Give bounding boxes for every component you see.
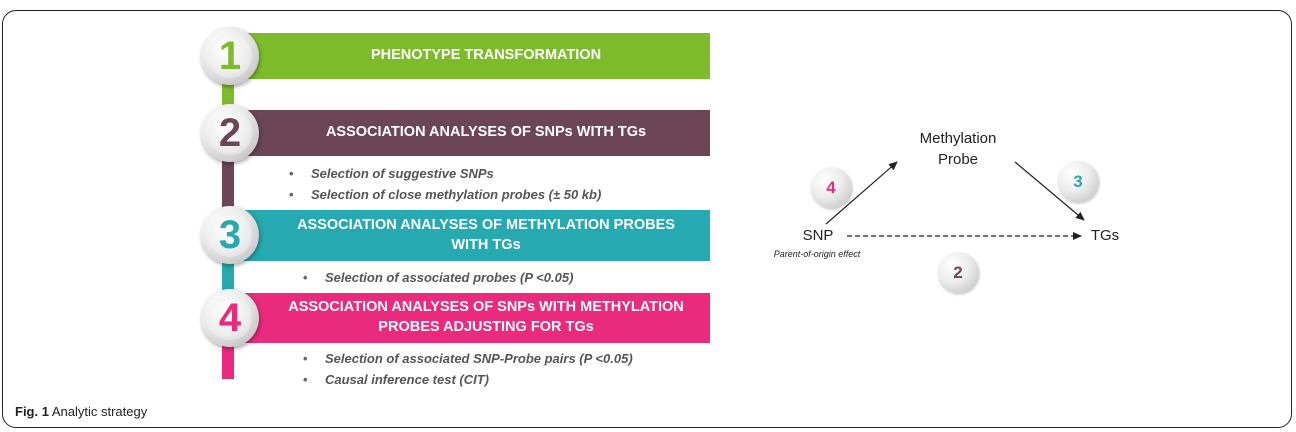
figure-caption: Fig. 1 Analytic strategy <box>15 404 147 419</box>
marker-probe-to-tgs: 3 <box>1058 162 1098 202</box>
connector-4 <box>222 343 234 379</box>
step-4-title-line-1: ASSOCIATION ANALYSES OF SNPs WITH METHYL… <box>288 299 684 316</box>
step-2-bullet-2: Selection of close methylation probes (±… <box>285 184 601 205</box>
caption-text: Analytic strategy <box>48 404 148 419</box>
step-4-title: ASSOCIATION ANALYSES OF SNPs WITH METHYL… <box>288 298 684 337</box>
marker-snp-to-tgs: 2 <box>938 253 978 293</box>
step-3-bullet-1: Selection of associated probes (P <0.05) <box>299 267 573 288</box>
node-snp-note: Parent-of-origin effect <box>773 249 861 259</box>
step-1-number: 1 <box>208 34 252 78</box>
step-2-bullet-1: Selection of suggestive SNPs <box>285 163 601 184</box>
step-4-number: 4 <box>208 296 252 340</box>
step-3-title-line-1: ASSOCIATION ANALYSES OF METHYLATION PROB… <box>297 216 675 233</box>
node-methylation-line-2: Probe <box>937 151 979 168</box>
step-4-bullet-1: Selection of associated SNP-Probe pairs … <box>299 348 633 369</box>
caption-label: Fig. 1 <box>15 404 49 419</box>
node-methylation-line-1: Methylation <box>919 130 997 147</box>
node-snp: SNP <box>802 227 834 244</box>
step-2-title: ASSOCIATION ANALYSES OF SNPs WITH TGs <box>325 124 647 141</box>
step-4-badge: 4 <box>201 289 259 347</box>
step-1-banner: PHENOTYPE TRANSFORMATION <box>222 33 710 79</box>
step-1-title: PHENOTYPE TRANSFORMATION <box>370 47 602 64</box>
step-2-banner: ASSOCIATION ANALYSES OF SNPs WITH TGs <box>222 110 710 156</box>
connector-2 <box>222 156 234 218</box>
step-4-title-line-2: PROBES ADJUSTING FOR TGs <box>378 319 594 335</box>
step-1-badge: 1 <box>201 27 259 85</box>
step-3-banner: ASSOCIATION ANALYSES OF METHYLATION PROB… <box>222 210 710 261</box>
step-3-title: ASSOCIATION ANALYSES OF METHYLATION PROB… <box>297 216 675 255</box>
figure-frame: PHENOTYPE TRANSFORMATION 1 ASSOCIATION A… <box>2 10 1292 428</box>
step-2-bullets: Selection of suggestive SNPs Selection o… <box>285 163 601 205</box>
step-4-bullet-2: Causal inference test (CIT) <box>299 369 633 390</box>
step-3-badge: 3 <box>201 206 259 264</box>
node-tgs: TGs <box>1090 227 1120 244</box>
step-3-bullets: Selection of associated probes (P <0.05) <box>299 267 573 288</box>
step-2-badge: 2 <box>201 104 259 162</box>
step-4-bullets: Selection of associated SNP-Probe pairs … <box>299 348 633 390</box>
step-4-banner: ASSOCIATION ANALYSES OF SNPs WITH METHYL… <box>222 293 710 343</box>
step-3-number: 3 <box>208 213 252 257</box>
step-2-number: 2 <box>208 111 252 155</box>
marker-snp-to-probe: 4 <box>811 168 851 208</box>
node-methylation-probe: Methylation Probe <box>898 128 1018 170</box>
step-3-title-line-2: WITH TGs <box>451 236 521 253</box>
